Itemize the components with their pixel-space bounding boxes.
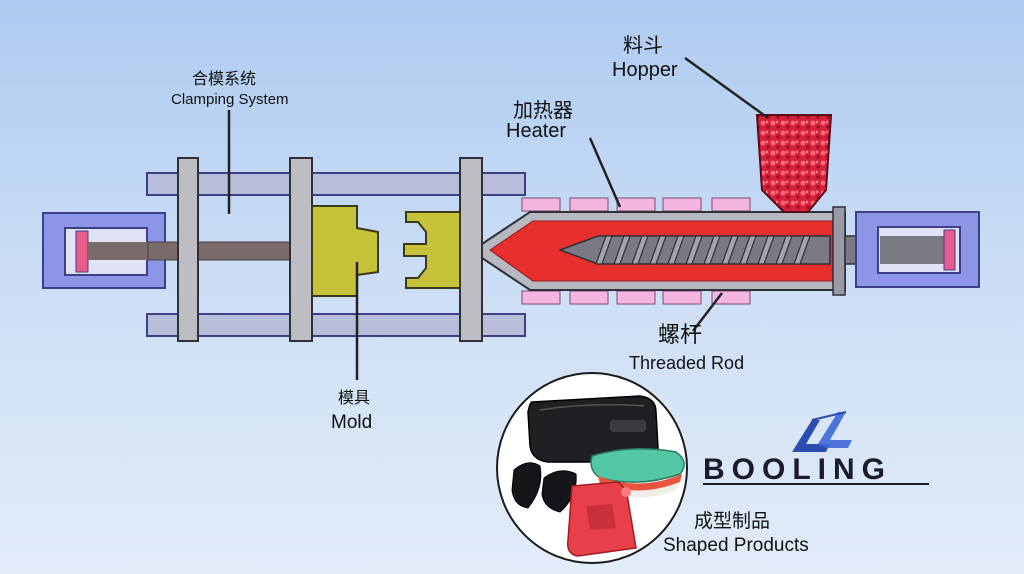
hopper-label-zh: 料斗: [623, 33, 663, 57]
mold: [311, 205, 461, 297]
mold-fixed-half: [403, 211, 461, 289]
right-cylinder: [855, 211, 980, 288]
fixed-platen: [459, 157, 483, 342]
rod-label-zh: 螺杆: [658, 323, 703, 348]
leader-lines: [227, 56, 769, 380]
rod-label-en: Threaded Rod: [629, 353, 745, 373]
hopper: [755, 114, 833, 213]
hopper-label-en: Hopper: [612, 59, 678, 81]
screw: [557, 235, 831, 265]
products-label-zh: 成型制品: [694, 510, 771, 532]
heater-label-en: Heater: [506, 120, 567, 142]
brand-underline: [703, 483, 929, 485]
mold-moving-half: [311, 205, 379, 297]
product-pad-left: [511, 462, 542, 509]
product-sole: [590, 448, 685, 483]
clamping-label-en: Clamping System: [171, 91, 289, 108]
heater-bands: [521, 197, 751, 305]
rear-platen: [177, 157, 199, 342]
left-cylinder: [42, 212, 166, 289]
mold-label-zh: 模具: [338, 388, 371, 407]
brand-name: BOOLING: [703, 453, 892, 486]
piston-rod: [147, 241, 297, 261]
shaped-products-lens: [496, 372, 688, 564]
products-label-en: Shaped Products: [663, 535, 809, 556]
booling-logo-icon: [792, 411, 852, 452]
heater-label-zh: 加热器: [513, 98, 573, 122]
tie-rails: [146, 172, 526, 337]
moving-platen: [289, 157, 313, 342]
mold-label-en: Mold: [331, 412, 373, 433]
clamping-label-zh: 合模系统: [192, 69, 257, 88]
